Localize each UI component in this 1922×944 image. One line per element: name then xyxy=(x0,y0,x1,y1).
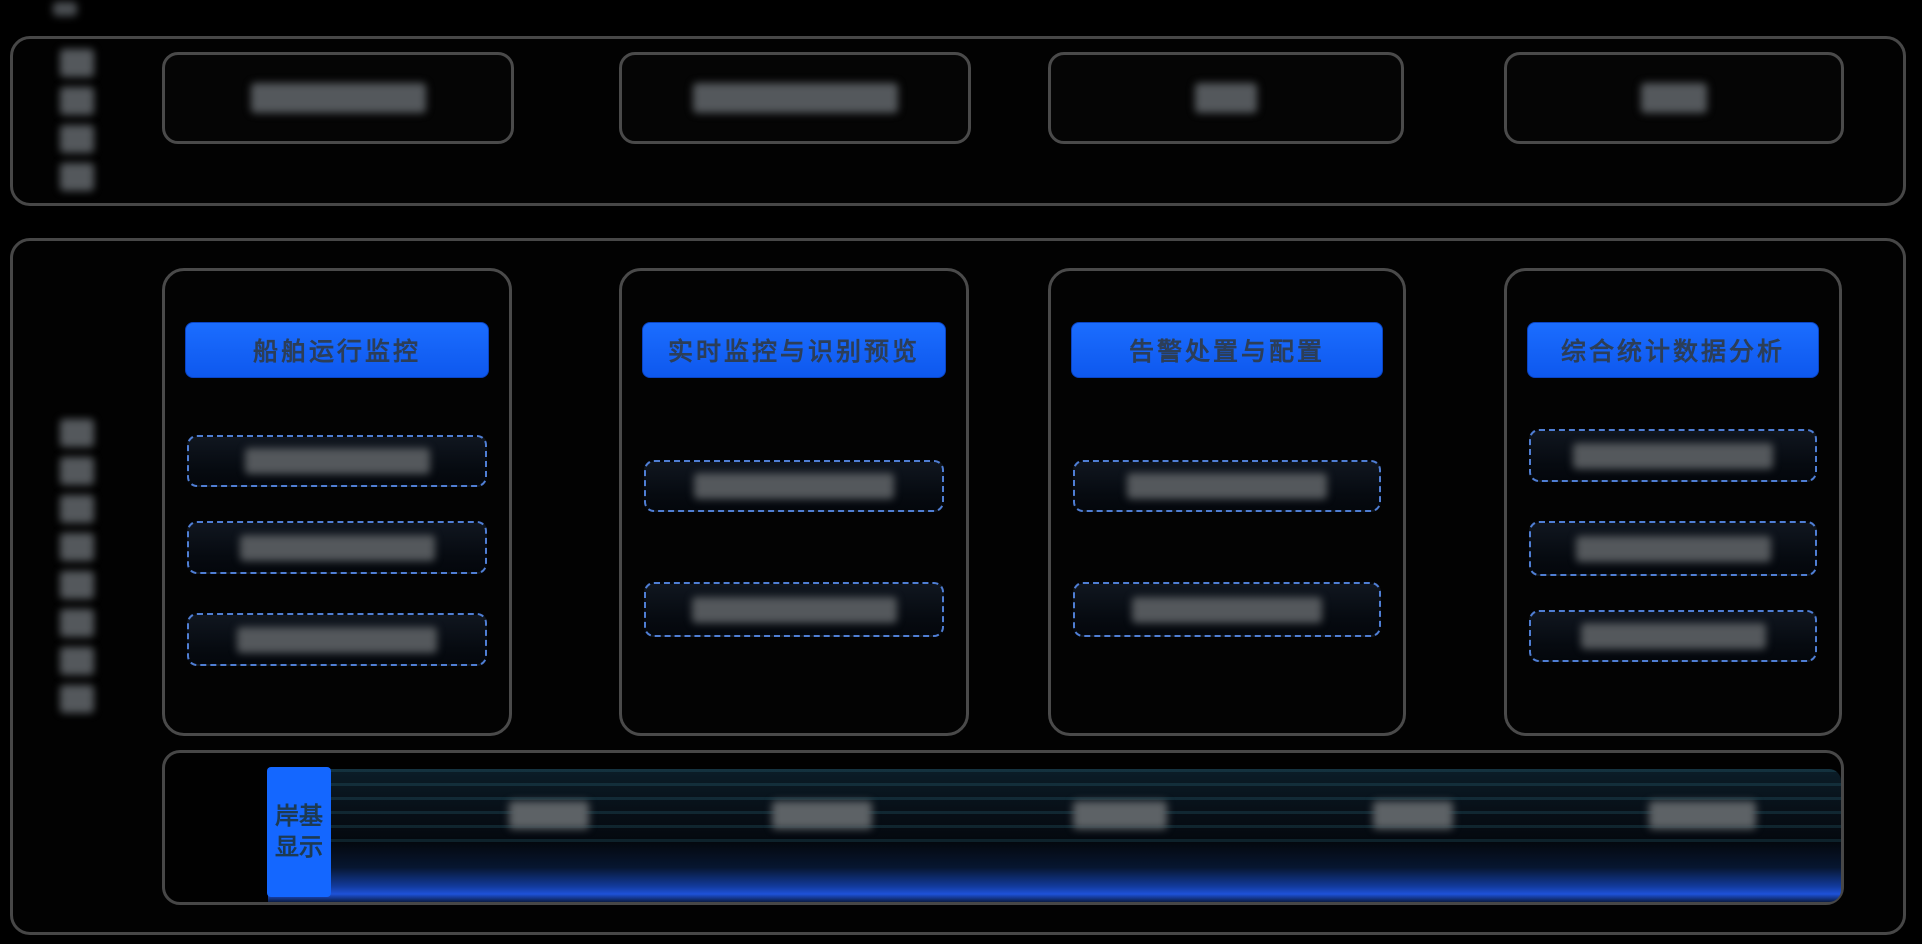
sub-function-box xyxy=(644,582,944,637)
blurred-text xyxy=(60,163,94,191)
shore-display-label: 岸基显示 xyxy=(267,767,331,897)
sub-function-box xyxy=(187,521,487,574)
blurred-text xyxy=(1575,535,1771,562)
blurred-text xyxy=(60,533,94,561)
blurred-text xyxy=(60,571,94,599)
sub-function-box xyxy=(1073,460,1381,512)
blurred-text xyxy=(691,596,897,623)
card-header: 综合统计数据分析 xyxy=(1527,322,1819,378)
sub-function-box xyxy=(1529,521,1817,576)
sub-function-box xyxy=(1529,610,1817,662)
top-layer-panel xyxy=(10,36,1906,206)
blurred-text xyxy=(1641,83,1707,113)
blurred-text xyxy=(60,647,94,675)
pipeline-item xyxy=(772,801,872,829)
device-box-3 xyxy=(1048,52,1404,144)
pipeline-item xyxy=(509,801,589,829)
function-card-ship-operation-monitoring: 船舶运行监控 xyxy=(162,268,512,736)
blurred-text xyxy=(60,685,94,713)
blurred-text xyxy=(1580,623,1766,649)
blurred-text xyxy=(60,419,94,447)
shore-display-panel: 岸基显示 xyxy=(162,750,1844,905)
blurred-text xyxy=(239,534,435,561)
device-box-1 xyxy=(162,52,514,144)
pipeline-item xyxy=(1649,801,1756,829)
blurred-text xyxy=(694,473,894,499)
blurred-text xyxy=(692,83,898,113)
main-layer-panel: 船舶运行监控 实时监控与识别预览 告警处置与配置 综合统计数据分析 岸 xyxy=(10,238,1906,935)
blurred-text xyxy=(60,495,94,523)
blurred-text xyxy=(237,626,437,653)
sub-function-box xyxy=(187,435,487,487)
device-box-4 xyxy=(1504,52,1844,144)
sub-function-box xyxy=(644,460,944,512)
card-header: 实时监控与识别预览 xyxy=(642,322,946,378)
device-box-2 xyxy=(619,52,971,144)
blurred-text xyxy=(1573,442,1773,469)
pipeline-item xyxy=(1373,801,1453,829)
sub-function-box xyxy=(1073,582,1381,637)
sub-function-box xyxy=(187,613,487,666)
blurred-text xyxy=(60,49,94,77)
blurred-text xyxy=(60,87,94,115)
blurred-text xyxy=(1132,596,1322,623)
blurred-text xyxy=(1127,473,1327,499)
function-card-realtime-monitoring-recognition: 实时监控与识别预览 xyxy=(619,268,969,736)
function-card-alarm-handling-config: 告警处置与配置 xyxy=(1048,268,1406,736)
blurred-text xyxy=(244,448,430,474)
pipeline-item xyxy=(1073,801,1167,829)
pipeline-bar xyxy=(268,769,1841,902)
card-header: 告警处置与配置 xyxy=(1071,322,1383,378)
blurred-text xyxy=(1195,83,1257,113)
blurred-text xyxy=(250,83,426,113)
main-layer-side-label xyxy=(60,419,94,713)
sub-function-box xyxy=(1529,429,1817,482)
blurred-text xyxy=(60,457,94,485)
top-layer-side-label xyxy=(60,49,94,191)
blurred-text xyxy=(60,609,94,637)
function-card-statistics-analysis: 综合统计数据分析 xyxy=(1504,268,1842,736)
blurred-text xyxy=(53,2,77,16)
blurred-text xyxy=(60,125,94,153)
card-header: 船舶运行监控 xyxy=(185,322,489,378)
